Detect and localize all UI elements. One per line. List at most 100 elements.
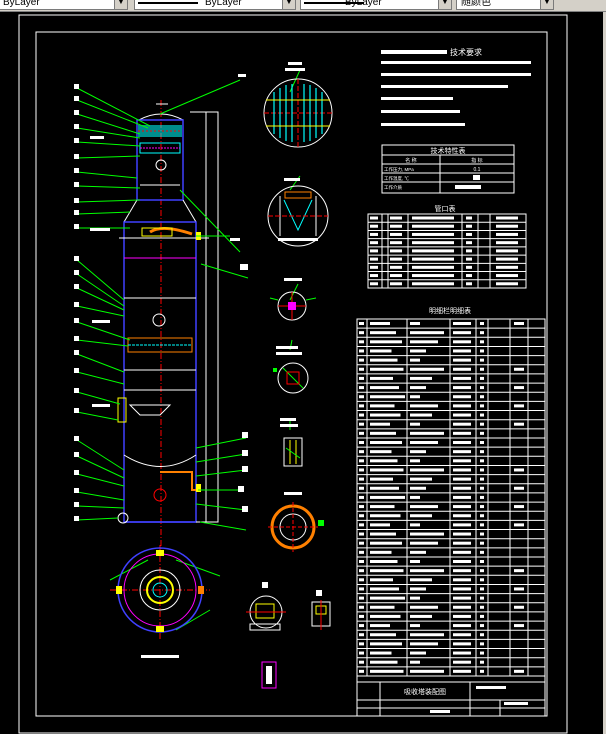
parts-cell-mark (359, 358, 364, 362)
nozzle-cell-mark (466, 265, 472, 269)
tech-requirements-title: 技术要求 (450, 47, 482, 57)
parts-cell-mark (370, 624, 390, 628)
nozzle-cell-mark (496, 232, 518, 236)
parts-cell-mark (410, 660, 420, 664)
nozzle-cell-mark (390, 216, 402, 220)
parts-cell-mark (453, 376, 471, 380)
nozzle-table: 管口表 (367, 204, 527, 289)
parts-cell-mark (480, 633, 484, 637)
parts-cell-mark (370, 514, 401, 518)
parts-cell-mark (370, 669, 404, 673)
chevron-down-icon[interactable]: ▼ (540, 0, 553, 9)
nozzle-cell-mark (412, 265, 454, 269)
parts-cell-mark (480, 404, 484, 408)
parts-cell-mark (370, 587, 399, 591)
nozzle-cell-mark (466, 241, 472, 245)
flange-marker (196, 484, 201, 492)
parts-cell-mark (480, 587, 484, 591)
parts-cell-mark (410, 614, 432, 618)
nozzle-cell-mark (496, 249, 518, 253)
parts-cell-mark (359, 495, 364, 499)
parts-cell-mark (410, 550, 426, 554)
parts-cell-mark (370, 614, 401, 618)
parts-cell-mark (453, 651, 471, 655)
parts-cell-mark (480, 431, 484, 435)
scrollbar-edge[interactable] (603, 12, 606, 734)
mid-manhole (152, 313, 166, 327)
parts-cell-mark (370, 660, 398, 664)
color-combo[interactable]: 随颜色 ▼ (456, 0, 554, 10)
parts-cell-mark (480, 651, 484, 655)
detail-view-g (246, 582, 286, 631)
parts-cell-mark (359, 340, 364, 344)
chevron-down-icon[interactable]: ▼ (282, 0, 295, 9)
linetype-swatch (138, 2, 198, 4)
parts-cell-mark (480, 578, 484, 582)
detail-view-d (273, 346, 309, 394)
parts-table-title: 明细栏明细表 (429, 306, 471, 315)
parts-cell-mark (359, 376, 364, 380)
lineweight-combo[interactable]: ByLayer ▼ (300, 0, 452, 10)
detail-view-b (267, 178, 329, 247)
nozzle-cell-mark (370, 249, 378, 253)
parts-cell-mark (410, 331, 444, 335)
parts-cell-mark (514, 367, 524, 371)
parts-cell-mark (359, 605, 364, 609)
tech-row-value: 0.1 (474, 167, 481, 173)
parts-table: 明细栏明细表 (356, 306, 546, 717)
nozzle-cell-mark (370, 257, 378, 261)
parts-cell-mark (359, 587, 364, 591)
parts-cell-mark (410, 376, 432, 380)
parts-cell-mark (359, 560, 364, 563)
layer-combo[interactable]: ByLayer ▼ (0, 0, 128, 10)
nozzle-cell-mark (466, 274, 472, 278)
parts-cell-mark (453, 386, 471, 390)
chevron-down-icon[interactable]: ▼ (114, 0, 127, 9)
outlet-pipe (160, 471, 198, 491)
nozzle-cell-mark (466, 216, 472, 220)
parts-cell-mark (453, 495, 471, 499)
parts-cell-mark (453, 431, 471, 435)
parts-cell-mark (359, 322, 364, 325)
title-block: 吸收塔装配图 (356, 675, 546, 717)
cone-transition (123, 199, 197, 223)
chevron-down-icon[interactable]: ▼ (438, 0, 451, 9)
parts-cell-mark (453, 541, 471, 545)
nozzle-cell-mark (390, 274, 402, 278)
parts-cell-mark (514, 669, 524, 673)
parts-cell-mark (410, 669, 444, 673)
parts-cell-mark (410, 468, 444, 472)
lower-shell (123, 221, 197, 523)
tech-requirement-line (381, 110, 460, 113)
parts-cell-mark (480, 523, 484, 527)
parts-cell-mark (480, 486, 484, 490)
parts-cell-mark (410, 633, 444, 637)
parts-cell-mark (453, 441, 471, 444)
parts-cell-mark (453, 349, 471, 353)
linetype-combo[interactable]: ByLayer ▼ (134, 0, 296, 10)
detail-view-c (269, 278, 317, 321)
parts-cell-mark (480, 505, 484, 509)
parts-cell-mark (453, 578, 471, 582)
nozzle-cell-mark (412, 224, 454, 228)
leader-labels (74, 74, 248, 521)
nozzle-cell-mark (370, 265, 378, 269)
drawing-canvas[interactable]: 技术要求 技术特性表 名 称 指 标 工作压力, MPa 0.1 工作温度, ℃… (0, 12, 606, 734)
parts-cell-mark (359, 441, 364, 444)
parts-cell-mark (514, 422, 524, 426)
parts-cell-mark (480, 532, 484, 536)
parts-cell-mark (453, 532, 471, 536)
parts-cell-mark (410, 514, 432, 518)
parts-cell-mark (359, 349, 364, 353)
nozzle-cell-mark (370, 216, 378, 220)
parts-cell-mark (480, 422, 484, 426)
parts-cell-mark (480, 596, 484, 600)
parts-cell-mark (453, 422, 471, 426)
parts-cell-mark (359, 505, 364, 509)
parts-cell-mark (480, 541, 484, 545)
parts-cell-mark (410, 386, 426, 390)
parts-cell-mark (370, 560, 398, 563)
parts-cell-mark (370, 413, 401, 417)
parts-cell-mark (410, 395, 420, 399)
parts-cell-mark (453, 404, 471, 408)
